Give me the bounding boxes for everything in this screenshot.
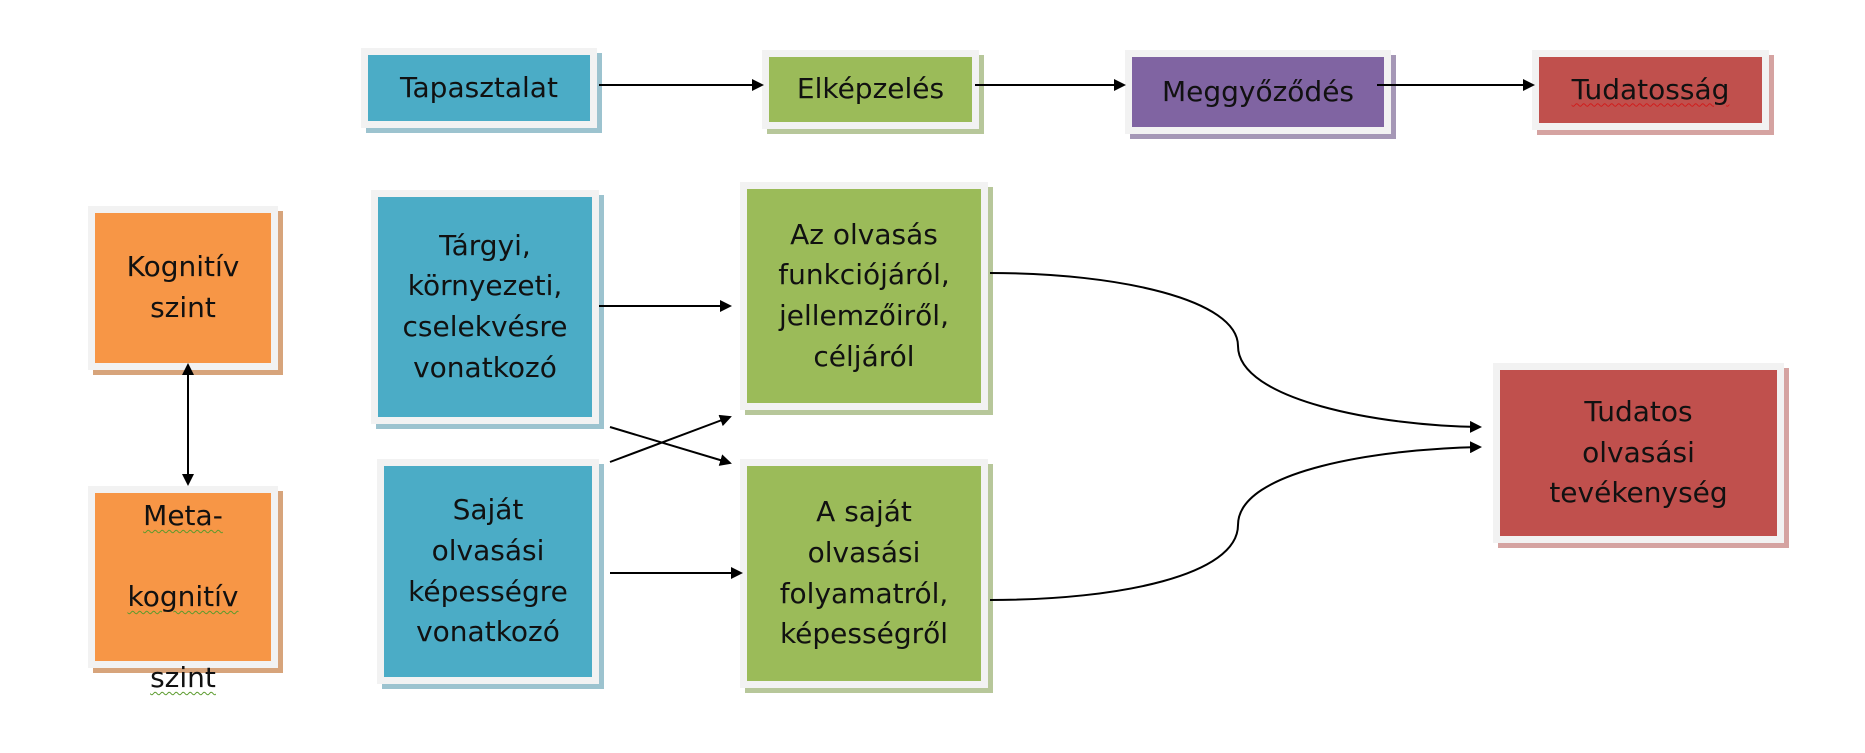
box-targyi: Tárgyi, környezeti, cselekvésre vonatkoz… xyxy=(371,190,599,424)
box-sajat: Saját olvasási képességre vonatkozó xyxy=(377,459,599,684)
label-folyamat: A saját olvasási folyamatról, képességrő… xyxy=(779,495,949,651)
arrow-targyi-folyamat-cross xyxy=(609,426,732,466)
label-tapasztalat: Tapasztalat xyxy=(400,70,558,104)
box-funkcio: Az olvasás funkciójáról, jellemzőiről, c… xyxy=(740,182,988,410)
box-tudatos-olvasasi-tevekenyseg: Tudatos olvasási tevékenység xyxy=(1493,363,1784,543)
box-kognitiv-szint: Kognitív szint xyxy=(88,206,278,370)
label-elkepzeles: Elképzelés xyxy=(796,72,945,106)
label-meggyozodes: Meggyőződés xyxy=(1161,74,1355,108)
arrow-sajat-funkcio-cross xyxy=(609,414,732,463)
label-sajat: Saját olvasási képességre vonatkozó xyxy=(408,493,568,649)
label-funkcio: Az olvasás funkciójáról, jellemzőiről, c… xyxy=(778,217,950,373)
box-tudatossag: Tudatosság xyxy=(1532,50,1769,130)
box-tapasztalat: Tapasztalat xyxy=(361,48,597,128)
label-targyi: Tárgyi, környezeti, cselekvésre vonatkoz… xyxy=(402,228,568,384)
label-meta-line3: szint xyxy=(150,661,216,695)
label-meta-line1: Meta- xyxy=(143,498,223,532)
label-tudatossag: Tudatosság xyxy=(1571,72,1730,106)
label-tudatos-olvasasi-tevekenyseg: Tudatos olvasási tevékenység xyxy=(1549,395,1728,510)
curve-funkcio-result xyxy=(989,272,1482,433)
curve-folyamat-result xyxy=(989,441,1482,601)
label-meta-line2: kognitív xyxy=(127,580,239,613)
box-folyamat: A saját olvasási folyamatról, képességrő… xyxy=(740,459,988,688)
box-metakognitiv-szint: Meta- kognitív szint xyxy=(88,486,278,694)
box-meggyozodes: Meggyőződés xyxy=(1125,50,1391,134)
label-kognitiv-szint: Kognitív szint xyxy=(126,250,240,324)
box-elkepzeles: Elképzelés xyxy=(762,50,979,129)
label-metakognitiv-szint: Meta- kognitív szint xyxy=(128,455,239,699)
